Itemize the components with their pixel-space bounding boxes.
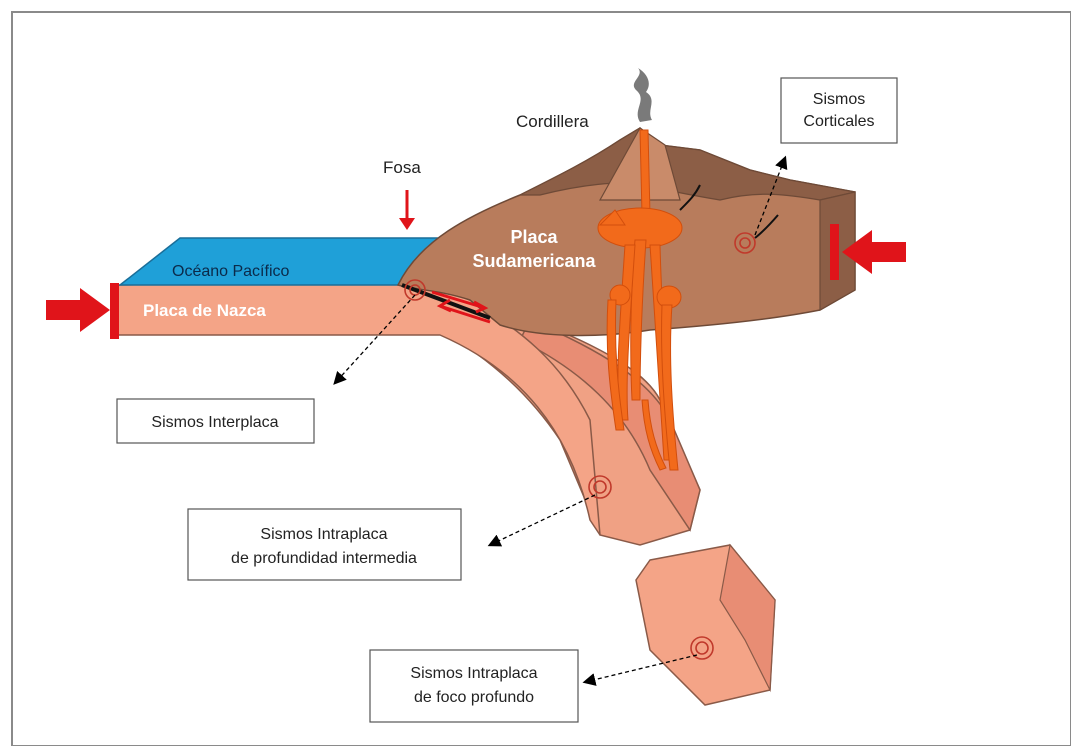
label-oceano: Océano Pacífico bbox=[172, 263, 290, 280]
label-sudamericana-2: Sudamericana bbox=[472, 251, 596, 271]
label-cordillera: Cordillera bbox=[516, 112, 589, 131]
callout-corticales-line2: Corticales bbox=[803, 113, 874, 130]
callout-interplaca-text: Sismos Interplaca bbox=[151, 414, 278, 431]
callout-profundo-line2: de foco profundo bbox=[414, 689, 534, 706]
left-compression-arrow bbox=[46, 283, 119, 339]
leader-intermedia bbox=[490, 495, 595, 545]
fosa-arrow bbox=[399, 190, 415, 230]
callout-corticales bbox=[781, 78, 897, 143]
callout-profundo bbox=[370, 650, 578, 722]
callout-intermedia bbox=[188, 509, 461, 580]
label-fosa: Fosa bbox=[383, 158, 421, 177]
label-sudamericana-1: Placa bbox=[510, 227, 558, 247]
smoke-plume bbox=[634, 68, 652, 122]
callout-intermedia-line1: Sismos Intraplaca bbox=[260, 526, 387, 543]
callout-profundo-line1: Sismos Intraplaca bbox=[410, 665, 537, 682]
label-nazca: Placa de Nazca bbox=[143, 301, 266, 320]
callout-corticales-line1: Sismos bbox=[813, 91, 865, 108]
callout-intermedia-line2: de profundidad intermedia bbox=[231, 550, 417, 567]
